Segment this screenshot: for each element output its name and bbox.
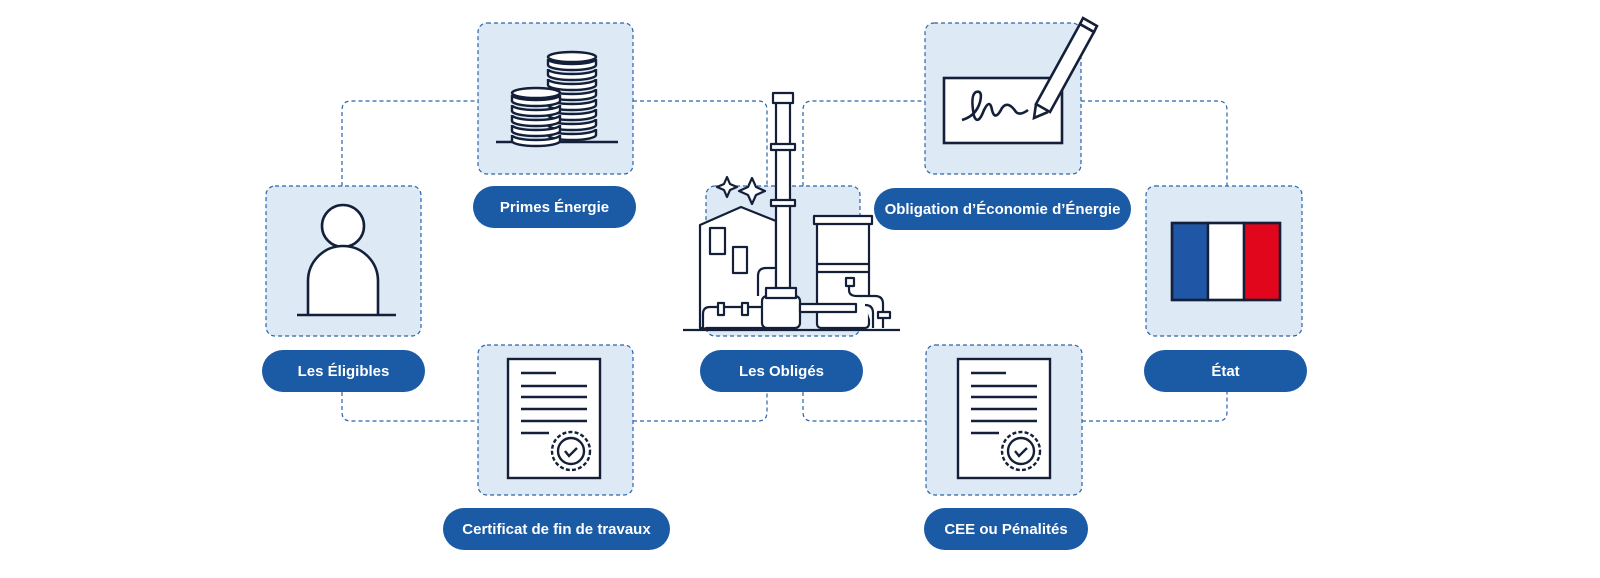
left-loop-top-right	[633, 100, 768, 186]
label-certificat-fin-travaux: Certificat de fin de travaux	[443, 508, 670, 550]
left-loop-bottom-right	[633, 392, 768, 422]
certificate-icon	[956, 357, 1052, 480]
right-loop-bottom-left	[802, 392, 926, 422]
certificate-icon	[506, 357, 602, 480]
label-etat: État	[1144, 350, 1307, 392]
label-les-obliges: Les Obligés	[700, 350, 863, 392]
factory-icon	[683, 91, 900, 332]
label-les-eligibles: Les Éligibles	[262, 350, 425, 392]
signed-contract-icon	[942, 16, 1099, 145]
label-primes-energie: Primes Énergie	[473, 186, 636, 228]
left-loop	[341, 100, 478, 186]
coins-stack-icon	[496, 50, 618, 148]
person-icon	[297, 203, 396, 317]
label-cee-penalites: CEE ou Pénalités	[924, 508, 1088, 550]
french-flag-icon	[1170, 221, 1282, 302]
right-loop-bottom-right	[1082, 392, 1228, 422]
right-loop-top-left	[802, 100, 925, 186]
label-obligation-economie-energie: Obligation d’Économie d’Énergie	[874, 188, 1131, 230]
right-loop-top-right	[1081, 100, 1228, 186]
connector-lines	[341, 100, 1228, 422]
left-loop-left-bottom	[341, 392, 478, 422]
